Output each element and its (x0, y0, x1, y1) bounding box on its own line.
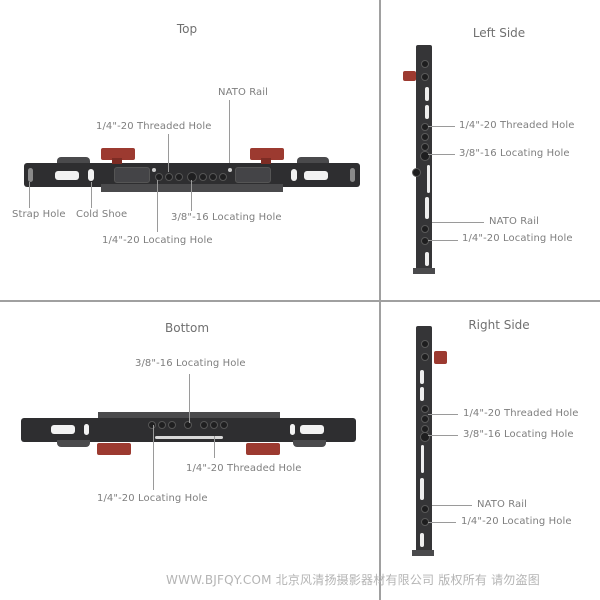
callout-left-nato-rail: NATO Rail (489, 216, 540, 227)
knob-right (250, 148, 284, 160)
callout-bottom-locating-3-8: 3/8"-16 Locating Hole (135, 358, 246, 369)
panel-title-top: Top (176, 22, 198, 36)
callout-top-strap-hole: Strap Hole (12, 209, 66, 220)
callout-bottom-locating-1-4: 1/4"-20 Locating Hole (97, 493, 208, 504)
watermark-text: WWW.BJFQY.COM 北京风清扬摄影器材有限公司 版权所有 请勿盗图 (166, 573, 540, 587)
panel-divider-horizontal (0, 300, 600, 302)
callout-left-locating-3-8: 3/8"-16 Locating Hole (459, 148, 570, 159)
knob-bottom-right (246, 443, 280, 455)
callout-right-nato-rail: NATO Rail (477, 499, 528, 510)
panel-title-left-side: Left Side (472, 26, 526, 40)
knob-bottom-left (97, 443, 131, 455)
callout-left-threaded-hole: 1/4"-20 Threaded Hole (459, 120, 575, 131)
callout-bottom-threaded-hole: 1/4"-20 Threaded Hole (186, 463, 302, 474)
knob-right-side (434, 351, 447, 364)
knob-left (101, 148, 135, 160)
callout-top-cold-shoe: Cold Shoe (76, 209, 128, 220)
knob-left-side (403, 71, 416, 81)
callout-top-nato-rail: NATO Rail (218, 87, 269, 98)
panel-title-right-side: Right Side (468, 318, 530, 332)
callout-top-locating-3-8: 3/8"-16 Locating Hole (171, 212, 282, 223)
callout-right-threaded-hole: 1/4"-20 Threaded Hole (463, 408, 579, 419)
callout-right-locating-1-4: 1/4"-20 Locating Hole (461, 516, 572, 527)
callout-left-locating-1-4: 1/4"-20 Locating Hole (462, 233, 573, 244)
callout-top-locating-1-4: 1/4"-20 Locating Hole (102, 235, 213, 246)
panel-title-bottom: Bottom (164, 321, 210, 335)
callout-top-threaded-hole: 1/4"-20 Threaded Hole (96, 121, 212, 132)
callout-right-locating-3-8: 3/8"-16 Locating Hole (463, 429, 574, 440)
